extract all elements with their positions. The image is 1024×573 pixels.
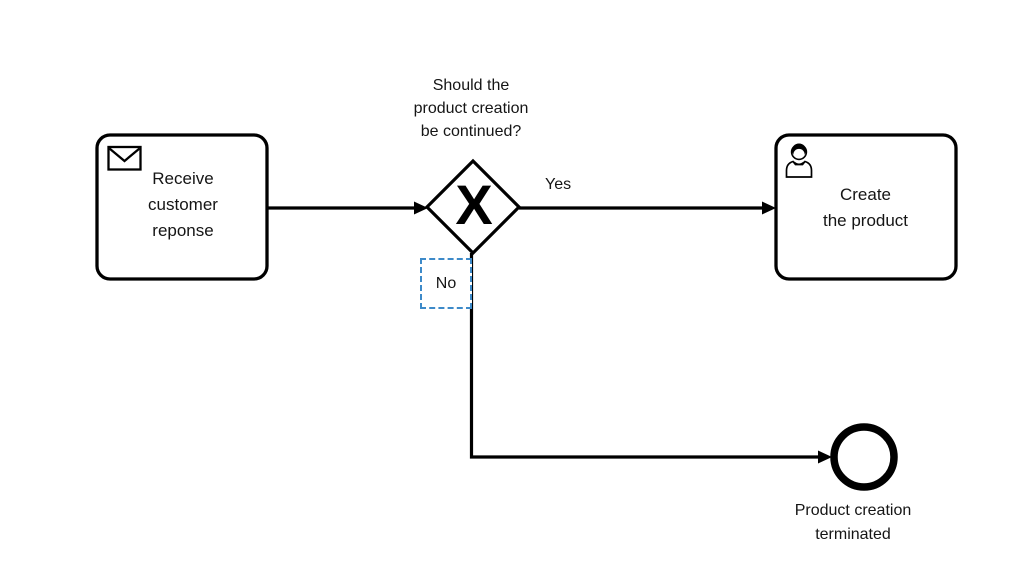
- receive-task-shape[interactable]: [95, 133, 269, 281]
- sequence-flow-to-gateway[interactable]: [267, 201, 428, 215]
- create-task-shape[interactable]: [774, 133, 958, 281]
- gateway-question-label[interactable]: Should the product creation be continued…: [413, 77, 529, 140]
- envelope-flap: [108, 147, 141, 163]
- user-torso: [785, 160, 813, 178]
- envelope-body: [107, 145, 142, 171]
- user-face: [793, 148, 805, 161]
- sequence-flow-yes[interactable]: [519, 201, 776, 215]
- end-event-shape[interactable]: [830, 423, 898, 491]
- arrowhead-icon: [818, 450, 832, 464]
- exclusive-gateway-shape[interactable]: [424, 158, 522, 256]
- receive-task-label[interactable]: Receive customer reponse: [148, 169, 218, 240]
- flow-line[interactable]: [469, 253, 821, 459]
- create-task-label[interactable]: Create the product: [822, 185, 909, 230]
- arrowhead-icon: [414, 201, 428, 215]
- yes-flow-label[interactable]: Yes: [545, 176, 572, 193]
- exclusive-gateway-x-marker-icon: X: [455, 173, 493, 236]
- end-event-label[interactable]: Product creation terminated: [794, 502, 912, 543]
- message-envelope-icon: [107, 145, 142, 171]
- arrowhead-icon: [762, 201, 776, 215]
- user-icon: [785, 143, 813, 178]
- no-flow-label-selected[interactable]: No: [420, 258, 472, 309]
- user-head-outline: [790, 143, 808, 161]
- sequence-flow-no[interactable]: [469, 253, 833, 464]
- user-collar: [793, 161, 805, 165]
